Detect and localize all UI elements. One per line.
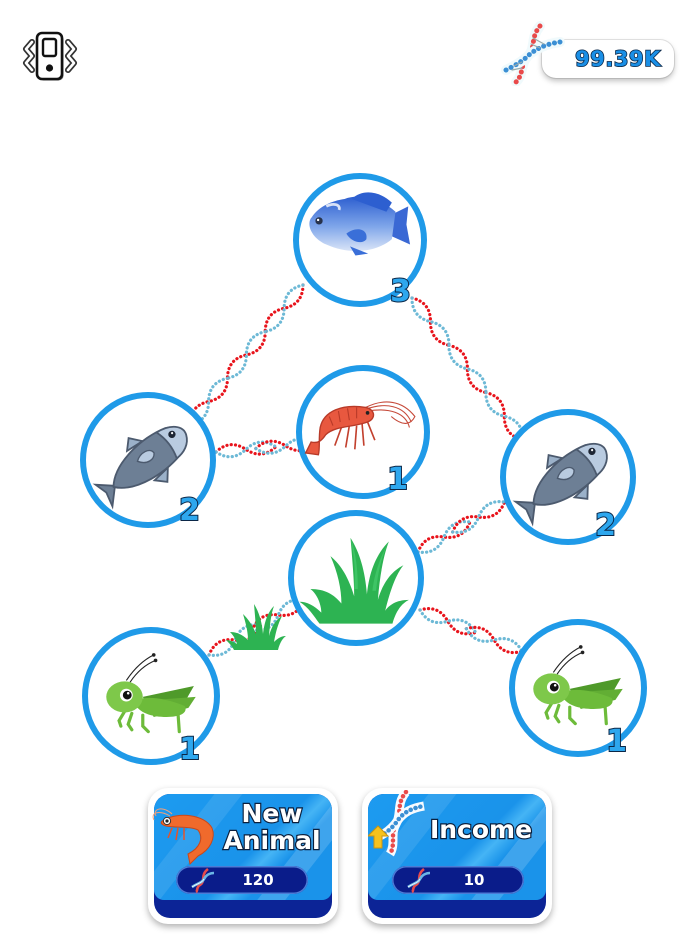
vibration-toggle-button[interactable] bbox=[20, 28, 80, 88]
income-cost-value: 10 bbox=[463, 871, 485, 889]
node-level: 1 bbox=[178, 732, 201, 767]
node-right-fish[interactable]: 2 bbox=[500, 409, 636, 545]
node-shrimp[interactable]: 1 bbox=[296, 365, 430, 499]
node-level: 1 bbox=[605, 724, 628, 759]
node-right-grasshopper[interactable]: 1 bbox=[509, 619, 647, 759]
loose-grass-item[interactable] bbox=[226, 598, 286, 654]
grey-fish-icon bbox=[92, 425, 188, 510]
shrimp-icon bbox=[152, 808, 214, 866]
blue-fish-icon bbox=[309, 192, 411, 256]
grass-icon bbox=[299, 537, 409, 624]
link-right-fish-grass bbox=[413, 495, 510, 559]
node-top-fish[interactable]: 3 bbox=[293, 173, 427, 309]
grey-fish-icon bbox=[512, 442, 608, 527]
node-level: 1 bbox=[386, 462, 409, 497]
link-grass-right-grasshopper bbox=[416, 602, 526, 659]
new-animal-cost: 120 bbox=[176, 866, 308, 894]
grasshopper-icon bbox=[533, 645, 623, 726]
new-animal-button[interactable]: New Animal 120 bbox=[148, 788, 338, 924]
income-button[interactable]: Income 10 bbox=[362, 788, 552, 924]
dna-icon bbox=[501, 21, 565, 86]
node-left-grasshopper[interactable]: 1 bbox=[82, 627, 220, 767]
shrimp-icon bbox=[304, 401, 416, 456]
dna-upgrade-icon bbox=[368, 790, 427, 857]
new-animal-cost-value: 120 bbox=[242, 871, 274, 889]
currency-value: 99.39K bbox=[574, 46, 661, 72]
dna-currency-display: 99.39K bbox=[500, 20, 678, 86]
income-label: Income bbox=[429, 815, 534, 844]
grasshopper-icon bbox=[106, 653, 196, 734]
grass-icon bbox=[226, 604, 286, 650]
dna-icon bbox=[407, 867, 431, 893]
new-animal-label: New Animal bbox=[222, 799, 322, 855]
income-cost: 10 bbox=[392, 866, 524, 894]
node-level: 3 bbox=[389, 274, 412, 309]
dna-icon bbox=[191, 867, 215, 893]
node-left-fish[interactable]: 2 bbox=[80, 392, 216, 528]
currency-pill bbox=[542, 40, 674, 78]
node-grass[interactable] bbox=[288, 510, 424, 646]
node-level: 2 bbox=[178, 493, 201, 528]
vibrate-phone-icon bbox=[23, 31, 77, 81]
node-level: 2 bbox=[594, 508, 617, 543]
